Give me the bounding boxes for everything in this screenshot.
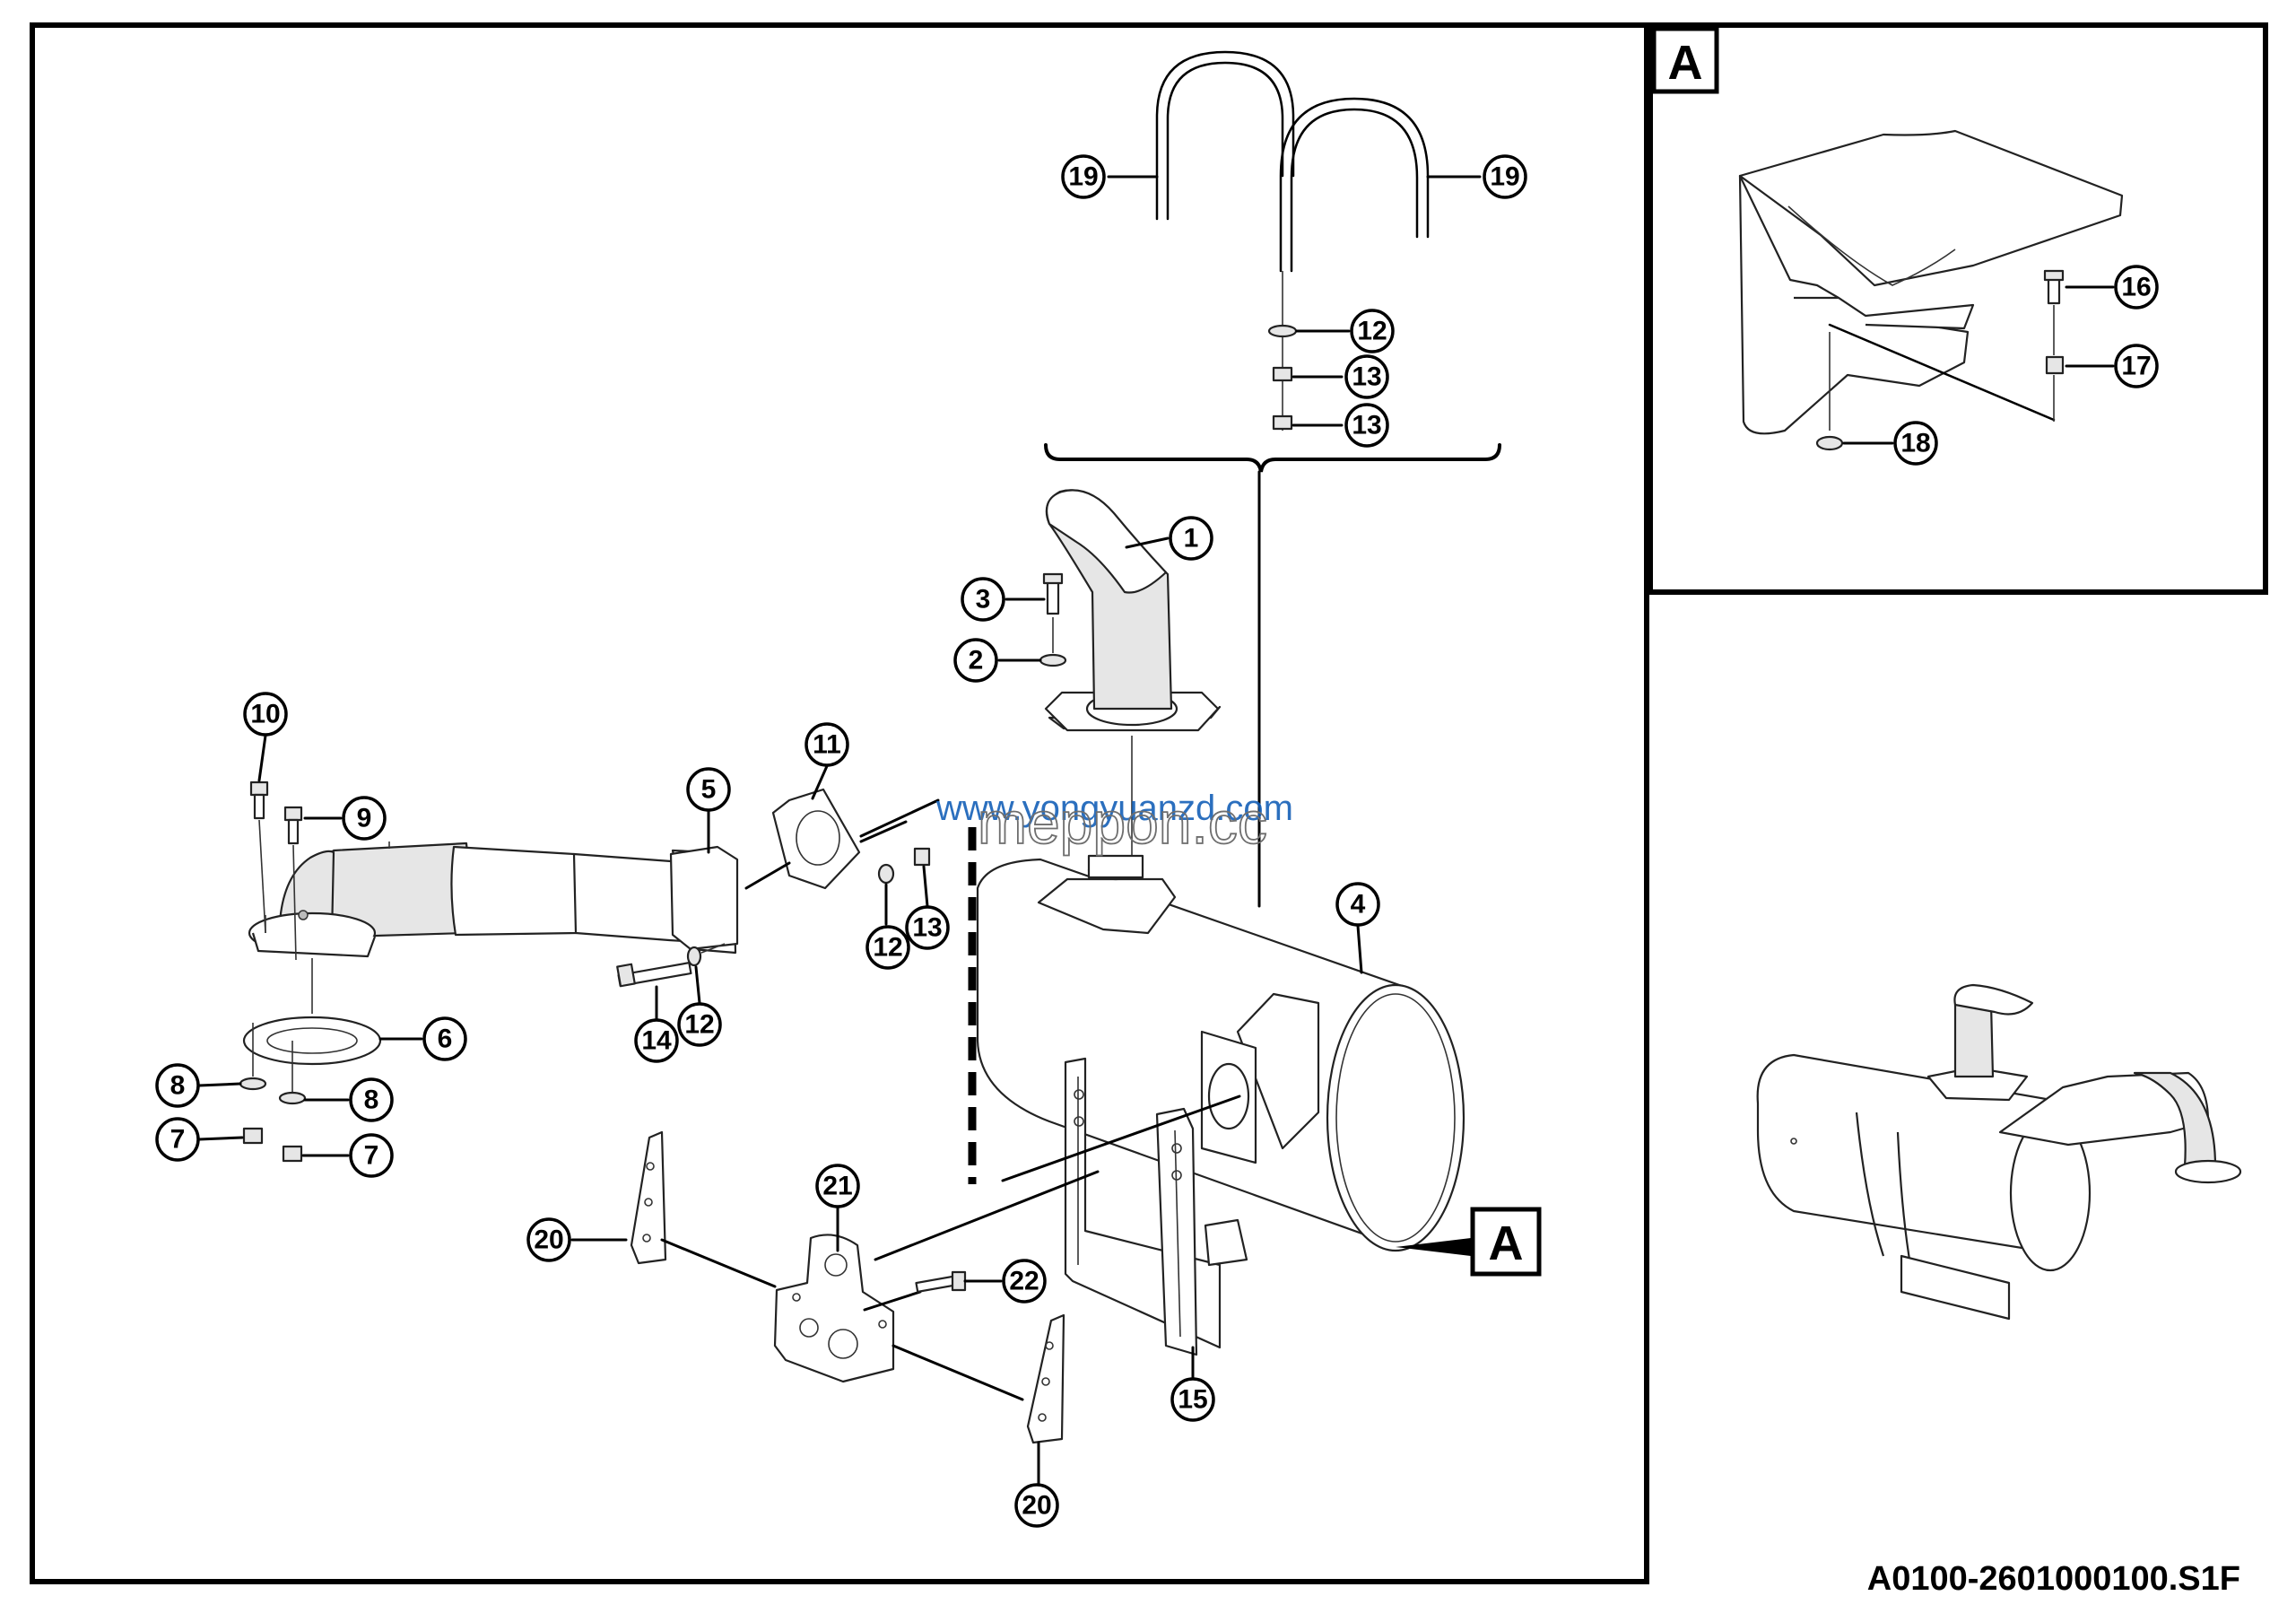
exhaust-pipe — [248, 842, 739, 958]
support-brackets — [630, 1130, 1065, 1444]
top-fastener-stack — [1267, 271, 1298, 431]
detail-a-saddle — [1738, 129, 2124, 451]
svg-text:9: 9 — [357, 804, 372, 833]
flange-bolts-9-10 — [249, 780, 303, 961]
svg-text:19: 19 — [1068, 162, 1098, 192]
svg-text:A: A — [1489, 1216, 1524, 1270]
svg-text:13: 13 — [912, 913, 942, 943]
svg-text:17: 17 — [2121, 352, 2151, 381]
callout-13-top-b: 13 — [1292, 403, 1389, 448]
svg-text:21: 21 — [822, 1172, 852, 1201]
detail-a-frame — [1648, 22, 2268, 595]
callout-13-top-a: 13 — [1292, 354, 1389, 399]
callout-11: 11 — [804, 722, 849, 800]
svg-text:13: 13 — [1352, 411, 1381, 440]
callout-3: 3 — [961, 577, 1046, 622]
svg-text:6: 6 — [438, 1025, 453, 1054]
svg-text:5: 5 — [701, 775, 717, 805]
view-label-a-box — [1651, 26, 1719, 94]
u-bolts — [1155, 50, 1430, 273]
callout-21: 21 — [815, 1164, 860, 1252]
callout-20-left: 20 — [526, 1217, 628, 1262]
gasket-fasteners — [877, 847, 931, 885]
callout-9: 9 — [303, 796, 387, 841]
detail-view-label: A — [1668, 36, 1703, 90]
svg-text:20: 20 — [534, 1225, 563, 1255]
svg-text:3: 3 — [976, 585, 991, 615]
svg-text:12: 12 — [1357, 317, 1387, 346]
svg-text:12: 12 — [684, 1010, 714, 1040]
document-number: A0100-2601000100.S1F — [1867, 1560, 2240, 1598]
callout-4: 4 — [1335, 882, 1380, 974]
callout-12-top: 12 — [1295, 309, 1395, 353]
svg-text:2: 2 — [969, 646, 984, 676]
callout-14: 14 — [634, 985, 679, 1063]
svg-text:4: 4 — [1351, 890, 1366, 920]
watermark-logo: meppon.cc — [978, 789, 1267, 856]
exhaust-outlet-pipe — [1044, 489, 1222, 861]
outlet-bolt-and-washer — [1039, 572, 1067, 667]
callout-19-right: 19 — [1426, 154, 1527, 199]
callout-8-left: 8 — [155, 1063, 242, 1108]
callout-5: 5 — [686, 767, 731, 854]
svg-text:7: 7 — [364, 1141, 379, 1171]
callout-2: 2 — [953, 638, 1042, 683]
svg-text:12: 12 — [873, 933, 902, 963]
grouping-brace — [1044, 443, 1501, 473]
callout-7-left: 7 — [155, 1117, 244, 1162]
svg-text:20: 20 — [1022, 1491, 1051, 1521]
svg-text:10: 10 — [250, 700, 280, 729]
gasket-to-muffler-leader — [1001, 1094, 1241, 1182]
callout-8-right: 8 — [303, 1077, 394, 1122]
callout-19-left: 19 — [1061, 154, 1159, 199]
bracket-leader-a — [874, 1170, 1100, 1261]
callout-15: 15 — [1170, 1346, 1215, 1422]
svg-text:22: 22 — [1009, 1267, 1039, 1296]
svg-text:15: 15 — [1178, 1385, 1207, 1415]
callout-7-right: 7 — [301, 1133, 394, 1178]
callout-20-bottom: 20 — [1014, 1441, 1059, 1528]
pipe-bolt — [616, 943, 726, 988]
svg-text:7: 7 — [170, 1125, 186, 1155]
callout-12-pipe: 12 — [677, 965, 722, 1047]
callout-12-gasket: 12 — [865, 883, 910, 970]
svg-text:13: 13 — [1352, 362, 1381, 392]
watermark-url: www.yongyuanzd.com — [935, 789, 1293, 828]
callout-13-gasket: 13 — [905, 865, 950, 950]
callout-1: 1 — [1125, 516, 1213, 561]
main-drawing-frame — [30, 22, 1649, 1584]
view-a-reference: A — [1396, 1207, 1542, 1277]
callout-22: 22 — [963, 1259, 1047, 1304]
svg-text:8: 8 — [170, 1071, 186, 1101]
svg-text:8: 8 — [364, 1086, 379, 1115]
callout-17: 17 — [2065, 344, 2159, 388]
flange-top-leader — [859, 798, 940, 838]
svg-text:1: 1 — [1184, 524, 1199, 554]
svg-text:18: 18 — [1900, 429, 1930, 458]
square-gasket — [744, 788, 908, 890]
assembled-view — [1756, 983, 2242, 1321]
svg-text:14: 14 — [641, 1026, 672, 1056]
callout-6: 6 — [378, 1016, 467, 1061]
svg-text:11: 11 — [813, 730, 841, 760]
muffler — [976, 854, 1465, 1356]
svg-text:19: 19 — [1490, 162, 1519, 192]
callout-16: 16 — [2065, 265, 2159, 310]
washers-and-nuts — [239, 1023, 307, 1163]
callout-10: 10 — [243, 692, 288, 782]
callout-18: 18 — [1842, 421, 1938, 466]
flange-gasket — [242, 958, 382, 1066]
svg-text:16: 16 — [2121, 273, 2151, 302]
